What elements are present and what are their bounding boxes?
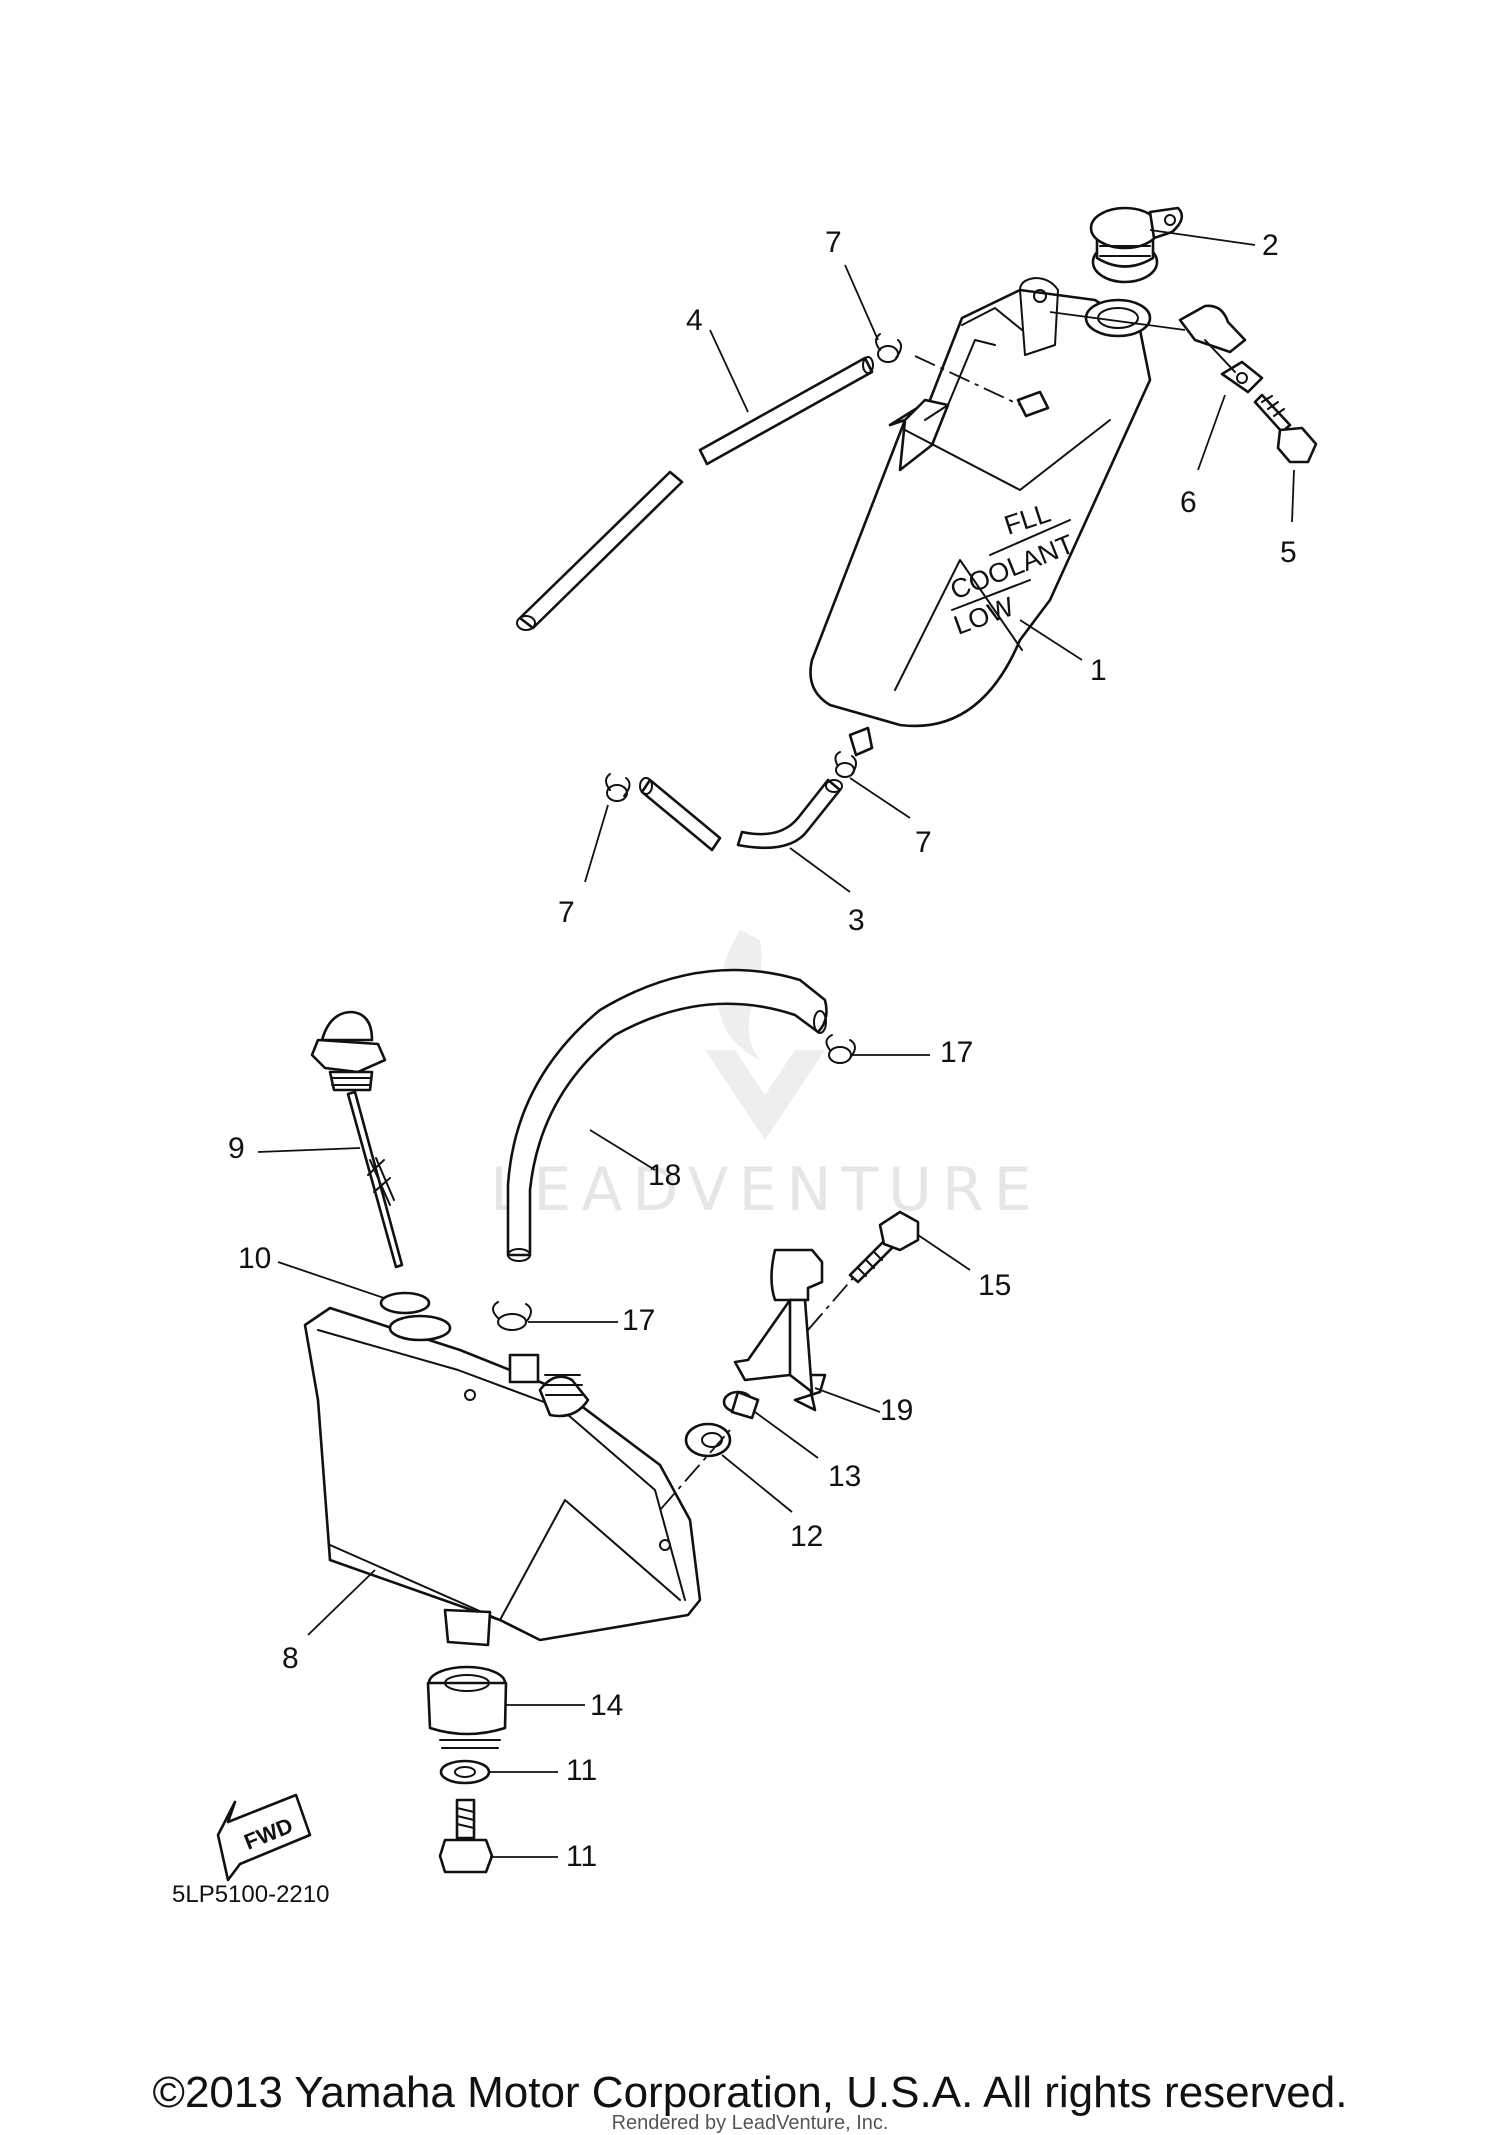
callout-10: 10 — [238, 1242, 271, 1275]
oil-tank[interactable] — [303, 1306, 702, 1647]
breather-hose[interactable] — [516, 356, 874, 631]
hose-clip-7c[interactable] — [605, 773, 631, 802]
callout-4: 4 — [686, 304, 703, 337]
callout-6: 6 — [1180, 486, 1197, 519]
copyright-notice: ©2013 Yamaha Motor Corporation, U.S.A. A… — [152, 2068, 1348, 2117]
callout-16: 14 — [590, 1689, 623, 1722]
watermark-logo — [705, 930, 825, 1140]
hose-clamp-bracket[interactable] — [1178, 304, 1264, 394]
hose-clip-7b[interactable] — [834, 751, 857, 778]
callout-labels: 2 7 4 6 5 1 7 7 3 17 9 18 10 17 15 19 13 — [228, 226, 1297, 1873]
callout-15: 15 — [978, 1269, 1011, 1302]
reservoir-cap[interactable] — [1089, 206, 1184, 284]
hose-clip-17b[interactable] — [492, 1301, 532, 1331]
bolt-5[interactable] — [1253, 393, 1318, 464]
watermark-text: LEADVENTURE — [490, 1155, 1042, 1225]
callout-7b: 7 — [915, 826, 932, 859]
callout-17b: 17 — [622, 1304, 655, 1337]
grommet[interactable] — [684, 1422, 732, 1458]
oil-tank-breather-hose[interactable] — [506, 968, 828, 1262]
callout-14: 13 — [828, 1460, 861, 1493]
callout-12: 11 — [566, 1754, 597, 1787]
hose-clip-7a[interactable] — [875, 333, 902, 363]
callout-8: 8 — [282, 1642, 299, 1675]
callout-11: 11 — [566, 1840, 597, 1873]
drain-bolt[interactable] — [438, 1798, 494, 1874]
callout-19: 19 — [880, 1394, 913, 1427]
callout-1: 1 — [1090, 654, 1107, 687]
callout-17a: 17 — [940, 1036, 973, 1069]
gasket-washer[interactable] — [439, 1759, 491, 1785]
callout-7a: 7 — [825, 226, 842, 259]
o-ring[interactable] — [379, 1291, 431, 1315]
drain-hose[interactable] — [639, 777, 843, 852]
drain-fitting[interactable] — [426, 1665, 508, 1749]
mounting-bracket[interactable] — [733, 1248, 827, 1412]
collar[interactable] — [722, 1390, 760, 1420]
coolant-reservoir-tank[interactable]: FLL COOLANT LOW — [809, 277, 1152, 757]
callout-13: 12 — [790, 1520, 823, 1553]
callout-2: 2 — [1262, 229, 1279, 262]
diagram-code: 5LP5100-2210 — [172, 1881, 329, 1908]
bolt-15[interactable] — [848, 1210, 920, 1284]
forward-direction-arrow: FWD — [216, 1793, 312, 1882]
callout-3: 3 — [848, 904, 865, 937]
callout-5: 5 — [1280, 536, 1297, 569]
callout-9: 9 — [228, 1132, 245, 1165]
dipstick[interactable] — [310, 1010, 404, 1269]
hose-clip-17a[interactable] — [825, 1034, 856, 1064]
callout-18: 18 — [648, 1159, 681, 1192]
rendered-by-notice: Rendered by LeadVenture, Inc. — [611, 2112, 889, 2134]
callout-7c: 7 — [558, 896, 575, 929]
